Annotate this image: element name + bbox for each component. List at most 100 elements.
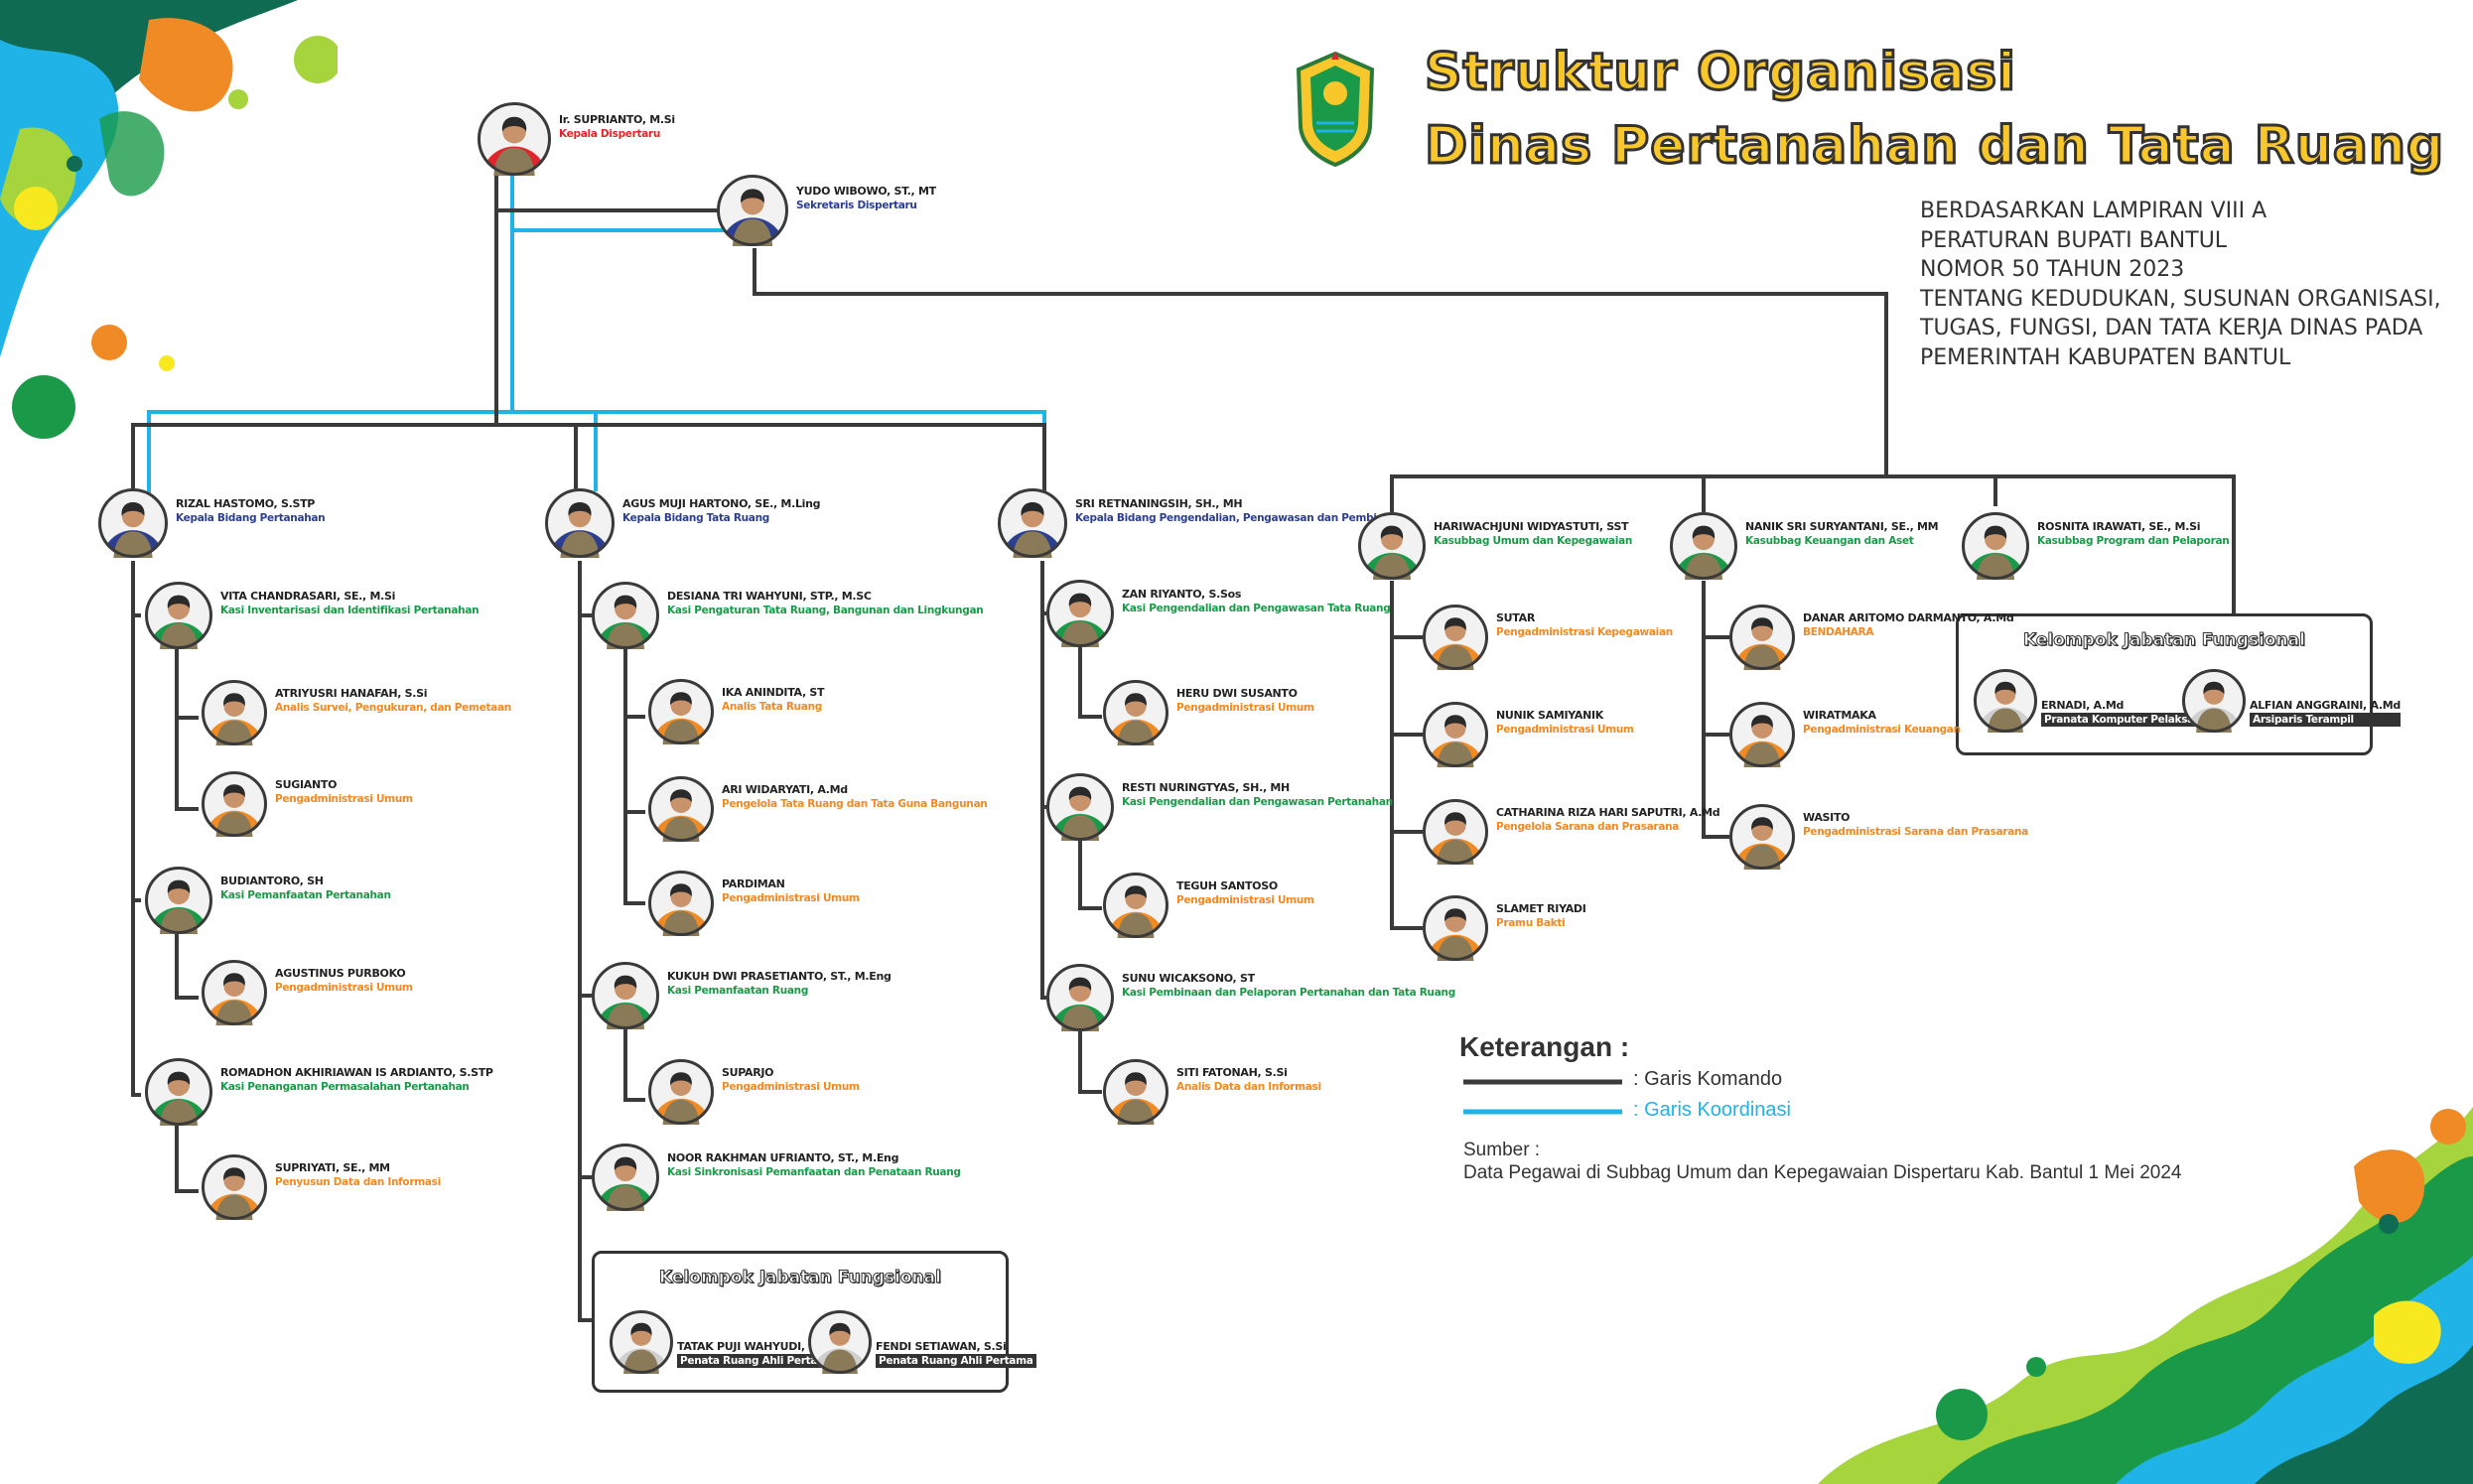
person-photo [717,175,788,246]
person-label: HERU DWI SUSANTO Pengadministrasi Umum [1176,687,1314,715]
legend-lines [1463,1079,1622,1115]
person-photo [1358,512,1426,580]
legal-basis-line: NOMOR 50 TAHUN 2023 [1920,257,2185,282]
decorative-corner-top-left [0,0,338,439]
person-position: Kasi Sinkronisasi Pemanfaatan dan Penata… [667,1166,961,1178]
person-name: KUKUH DWI PRASETIANTO, ST., M.Eng [667,970,892,983]
person-name: HARIWACHJUNI WIDYASTUTI, SST [1434,520,1629,533]
person-position: Penata Ruang Ahli Pertama [677,1354,838,1368]
person-name: HERU DWI SUSANTO [1176,687,1298,700]
person-photo [1423,895,1488,961]
person-position: Kepala Bidang Pengendalian, Pengawasan d… [1075,512,1405,524]
command-line [175,1125,199,1193]
kabupaten-bantul-emblem [1296,51,1375,168]
person-name: SUGIANTO [275,778,338,791]
person-position: Kepala Bidang Tata Ruang [622,512,769,524]
person-position: Penyusun Data dan Informasi [275,1176,441,1188]
person-name: ROSNITA IRAWATI, SE., M.Si [2037,520,2201,533]
person-position: Pengadministrasi Kepegawaian [1496,626,1673,638]
person-name: ROMADHON AKHIRIAWAN IS ARDIANTO, S.STP [220,1066,493,1079]
command-line [1702,581,1732,839]
person-position: Kasi Pembinaan dan Pelaporan Pertanahan … [1122,987,1455,999]
person-position: Pengadministrasi Umum [275,982,413,994]
fungsional-group-title: Kelompok Jabatan Fungsional [659,1268,942,1288]
person-position: Arsiparis Terampil [2250,713,2401,727]
command-line [175,930,199,1000]
person-position: Pengadministrasi Umum [1176,702,1314,714]
person-name: BUDIANTORO, SH [220,875,324,887]
command-line [623,645,645,905]
person-position: Kasubbag Keuangan dan Aset [1745,535,1914,547]
title-line-2: Dinas Pertanahan dan Tata Ruang [1423,115,2445,178]
person-name: RIZAL HASTOMO, S.STP [176,497,316,510]
person-position: Kasi Penanganan Permasalahan Pertanahan [220,1081,470,1093]
person-name: NUNIK SAMIYANIK [1496,709,1604,722]
legend-heading: Keterangan : [1459,1031,1630,1062]
person-name: ALFIAN ANGGRAINI, A.Md [2250,699,2401,712]
person-position: Pengadministrasi Umum [275,793,413,805]
person-name: AGUSTINUS PURBOKO [275,967,406,980]
person-position: Kasubbag Program dan Pelaporan [2037,535,2230,547]
person-label: SUPRIYATI, SE., MM Penyusun Data dan Info… [275,1161,441,1189]
person-photo [1670,512,1737,580]
person-photo [1423,799,1488,865]
person-label: ROMADHON AKHIRIAWAN IS ARDIANTO, S.STP Ka… [220,1066,493,1094]
person-position: Pengadministrasi Sarana dan Prasarana [1803,826,2028,838]
person-position: Pengelola Tata Ruang dan Tata Guna Bangu… [722,798,988,810]
person-position: Analis Data dan Informasi [1176,1081,1321,1093]
legal-basis: BERDASARKAN LAMPIRAN VIII A PERATURAN BU… [1920,197,2441,372]
legal-basis-line: TENTANG KEDUDUKAN, SUSUNAN ORGANISASI, [1920,286,2441,312]
person-photo [648,1059,714,1125]
person-name: DANAR ARITOMO DARMANTO, A.Md [1803,611,2014,624]
person-photo [1962,512,2029,580]
person-name: TATAK PUJI WAHYUDI, S.Si [677,1340,831,1353]
person-name: FENDI SETIAWAN, S.Si [876,1340,1007,1353]
person-label: SUGIANTO Pengadministrasi Umum [275,778,413,806]
person-photo [592,582,659,649]
command-line [1078,643,1102,719]
person-position: Kasi Pemanfaatan Pertanahan [220,889,391,901]
person-name: YUDO WIBOWO, ST., MT [796,185,936,198]
command-line [1390,474,2236,615]
person-position: Kasi Pengendalian dan Pengawasan Pertana… [1122,796,1393,808]
person-name: SUNU WICAKSONO, ST [1122,972,1255,985]
person-photo [545,488,615,558]
command-line [753,248,1888,476]
person-position: Pengadministrasi Umum [722,892,860,904]
person-name: NOOR RAKHMAN UFRIANTO, ST., M.Eng [667,1151,899,1164]
person-name: WIRATMAKA [1803,709,1876,722]
person-photo [592,1144,659,1211]
source-note: Sumber : Data Pegawai di Subbag Umum dan… [1463,1139,2182,1184]
command-line [175,645,199,811]
page-title: Struktur Organisasi Dinas Pertanahan dan… [1423,36,2445,183]
command-line [623,1025,645,1102]
person-name: SRI RETNANINGSIH, SH., MH [1075,497,1243,510]
person-photo [1423,702,1488,767]
source-label: Sumber : [1463,1140,1541,1160]
person-position: Pramu Bakti [1496,917,1566,929]
person-name: SUPRIYATI, SE., MM [275,1161,390,1174]
person-photo [1103,1059,1168,1125]
person-name: SITI FATONAH, S.Si [1176,1066,1288,1079]
fungsional-group-title: Kelompok Jabatan Fungsional [2023,630,2306,651]
person-position: Pengadministrasi Umum [1176,894,1314,906]
